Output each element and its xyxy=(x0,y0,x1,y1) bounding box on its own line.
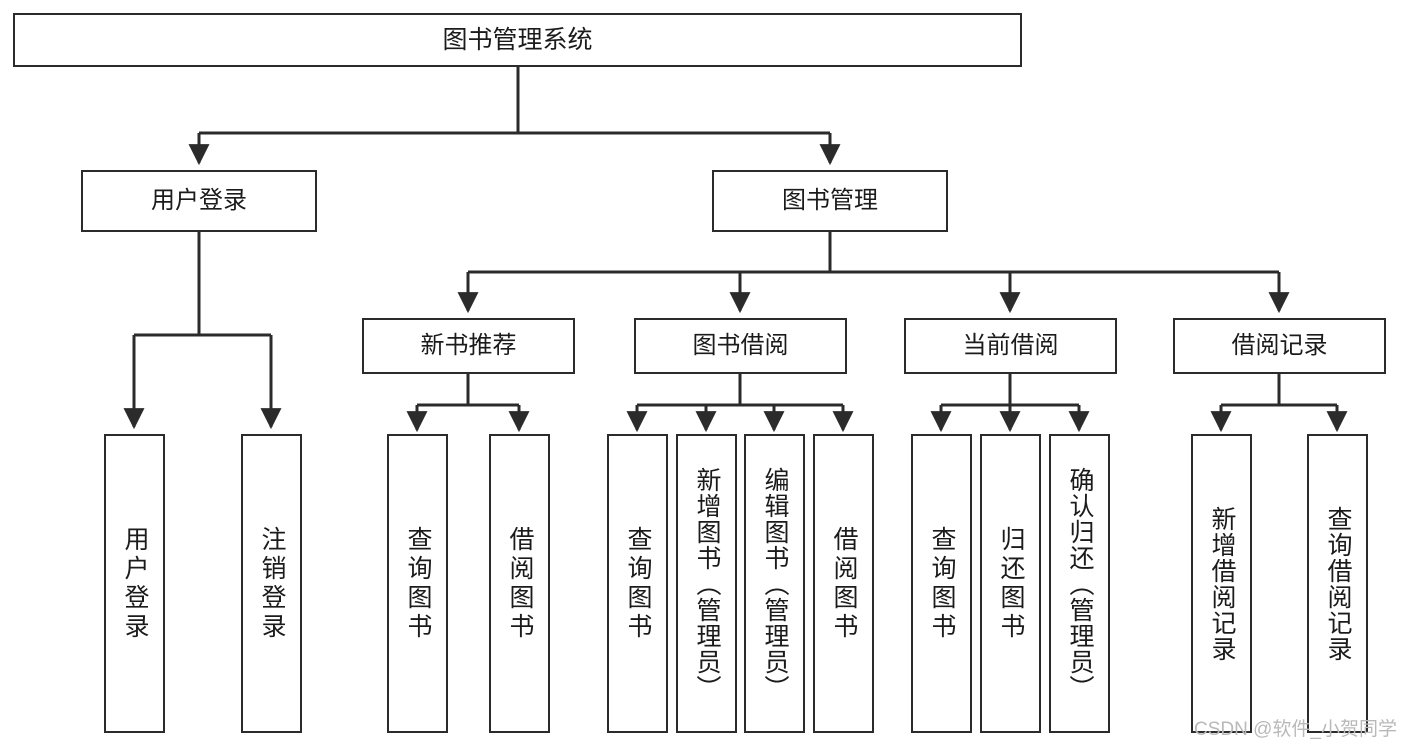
leaf-record-query-record[interactable]: 查询借阅记录 xyxy=(1307,434,1368,733)
node-label: 确认归还（管理员） xyxy=(1066,466,1094,701)
leaf-user-login-logout[interactable]: 注销登录 xyxy=(241,434,302,733)
node-current-borrow[interactable]: 当前借阅 xyxy=(904,318,1117,374)
node-new-book-recommend[interactable]: 新书推荐 xyxy=(362,318,575,374)
node-label: 查询图书 xyxy=(928,525,956,642)
leaf-user-login-login[interactable]: 用户登录 xyxy=(104,434,165,733)
node-label: 新增图书（管理员） xyxy=(693,466,721,701)
node-label: 新书推荐 xyxy=(420,332,517,359)
leaf-record-add-record[interactable]: 新增借阅记录 xyxy=(1191,434,1252,733)
leaf-current-return-book[interactable]: 归还图书 xyxy=(980,434,1041,733)
leaf-current-confirm-return-admin[interactable]: 确认归还（管理员） xyxy=(1049,434,1110,733)
leaf-borrow-edit-book-admin[interactable]: 编辑图书（管理员） xyxy=(744,434,805,733)
node-label: 用户登录 xyxy=(151,187,247,214)
node-label: 借阅图书 xyxy=(506,525,534,642)
leaf-borrow-borrow-book[interactable]: 借阅图书 xyxy=(813,434,874,733)
node-book-management[interactable]: 图书管理 xyxy=(712,170,948,232)
node-label: 注销登录 xyxy=(258,525,286,642)
leaf-borrow-query-book[interactable]: 查询图书 xyxy=(607,434,668,733)
node-root-system[interactable]: 图书管理系统 xyxy=(13,13,1022,67)
node-book-borrow[interactable]: 图书借阅 xyxy=(634,318,847,374)
node-label: 借阅记录 xyxy=(1231,332,1328,359)
node-label: 编辑图书（管理员） xyxy=(761,466,789,701)
leaf-borrow-add-book-admin[interactable]: 新增图书（管理员） xyxy=(676,434,737,733)
node-label: 图书管理系统 xyxy=(442,25,593,54)
node-label: 新增借阅记录 xyxy=(1208,505,1236,662)
node-label: 图书管理 xyxy=(782,187,878,214)
leaf-current-query-book[interactable]: 查询图书 xyxy=(911,434,972,733)
node-label: 查询图书 xyxy=(624,525,652,642)
node-label: 用户登录 xyxy=(121,525,149,642)
node-user-login[interactable]: 用户登录 xyxy=(81,170,317,232)
csdn-watermark: CSDN @软件_小贺同学 xyxy=(1194,719,1397,740)
node-label: 当前借阅 xyxy=(962,332,1059,359)
node-label: 借阅图书 xyxy=(830,525,858,642)
leaf-new-book-borrow[interactable]: 借阅图书 xyxy=(489,434,550,733)
leaf-new-book-query[interactable]: 查询图书 xyxy=(387,434,448,733)
node-borrow-record[interactable]: 借阅记录 xyxy=(1173,318,1386,374)
node-label: 查询图书 xyxy=(404,525,432,642)
node-label: 查询借阅记录 xyxy=(1324,505,1352,662)
node-label: 归还图书 xyxy=(997,525,1025,642)
node-label: 图书借阅 xyxy=(692,332,789,359)
